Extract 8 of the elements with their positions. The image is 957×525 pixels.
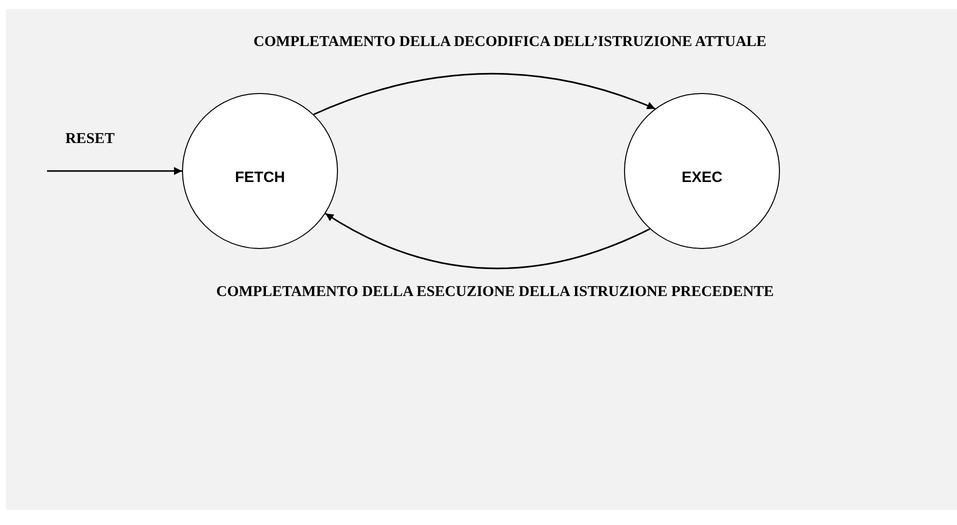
edge-label: COMPLETAMENTO DELLA ESECUZIONE DELLA ISTRUZIONE PRECEDENTE [216, 284, 774, 300]
edge-label: COMPLETAMENTO DELLA DECODIFICA DELL’ISTRUZIONE ATTUALE [254, 34, 766, 50]
state-name: EXEC [682, 168, 722, 188]
arrow [47, 167, 182, 175]
arrow [325, 212, 650, 269]
state-name: FETCH [235, 168, 285, 188]
edge-label: RESET [65, 131, 115, 147]
arrow [313, 72, 656, 116]
